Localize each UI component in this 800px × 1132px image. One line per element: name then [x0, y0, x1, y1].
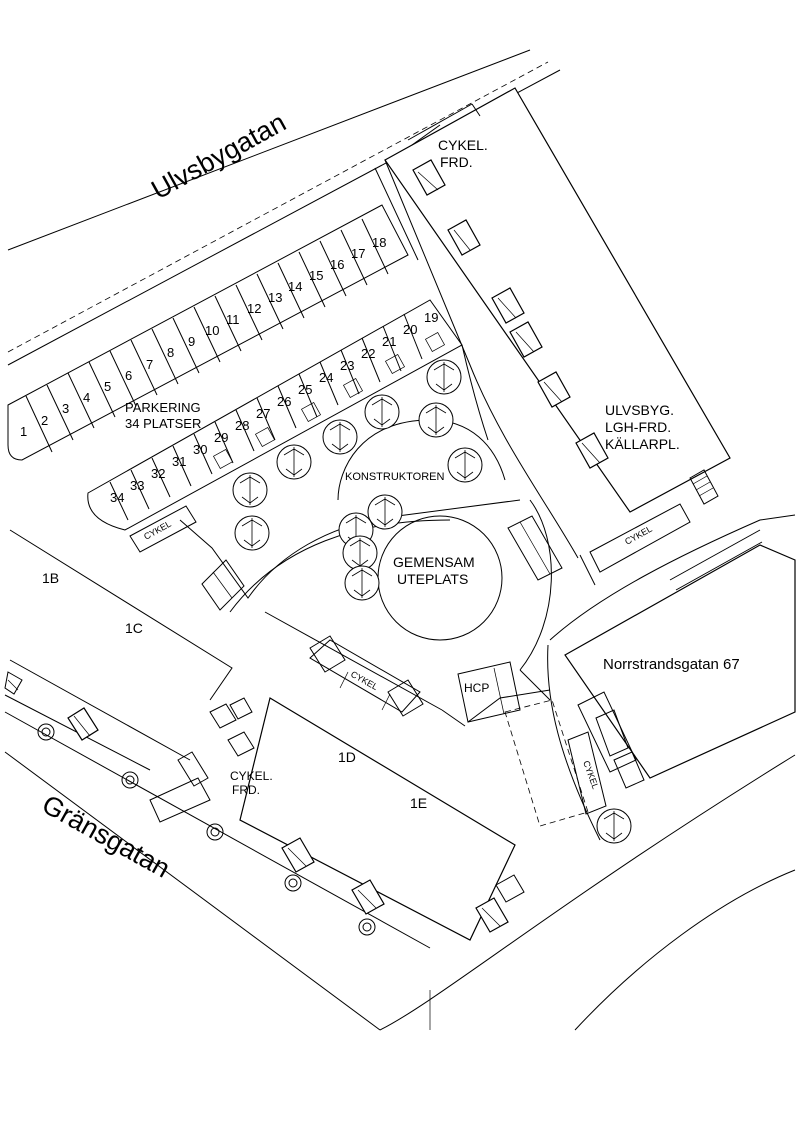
bike-store-ne-label: CYKEL. FRD.: [438, 137, 488, 170]
bike-store-ne-line1: CYKEL.: [438, 137, 488, 153]
parking-space-number: 15: [309, 268, 323, 283]
parking-space-number: 26: [277, 394, 291, 409]
parking-space-number: 7: [146, 357, 153, 372]
tree-icon: [447, 447, 483, 483]
konstruktoren-label: KONSTRUKTOREN: [345, 471, 444, 483]
ulvsbyg-label: ULVSBYG. LGH-FRD. KÄLLARPL.: [605, 402, 680, 452]
parking-space-number: 14: [288, 279, 302, 294]
building-1b-1c: [4, 529, 233, 789]
parking-row-b: [87, 299, 463, 531]
bike-rack-ne: CYKEL: [589, 503, 691, 573]
parking-space-number: 3: [62, 401, 69, 416]
bike-store-sw-line2: FRD.: [232, 783, 260, 797]
gransgatan-street: [4, 711, 796, 1031]
cykel-label-ne: CYKEL: [623, 524, 654, 547]
common-patio-line1: GEMENSAM: [393, 554, 475, 570]
common-patio-label: GEMENSAM UTEPLATS: [393, 554, 475, 587]
tree-icon: [344, 565, 380, 601]
bike-rack-south: CYKEL: [309, 639, 421, 713]
tree-icon: [322, 419, 358, 455]
building-ulvsbyg: [374, 87, 731, 559]
parking-label-line2: 34 PLATSER: [125, 416, 201, 431]
parking-row-a-numbers: 1 2 3 4 5 6 7 8 9 10 11 12 13 14 15 16 1…: [20, 235, 386, 439]
parking-space-number: 9: [188, 334, 195, 349]
parking-space-number: 21: [382, 334, 396, 349]
parking-row-b-numbers: 19 20 21 22 23 24 25 26 27 28 29 30 31 3…: [110, 310, 438, 505]
paths: [461, 344, 596, 723]
bike-store-sw-line1: CYKEL.: [230, 769, 273, 783]
building-norrstrandsgatan: [547, 514, 796, 841]
gransgatan-label: Gränsgatan: [37, 789, 175, 884]
parking-space-number: 19: [424, 310, 438, 325]
parking-space-number: 23: [340, 358, 354, 373]
building-1b-label: 1B: [42, 570, 59, 586]
ulvsbyg-label-line1: ULVSBYG.: [605, 402, 674, 418]
bike-rack-east: CYKEL: [567, 731, 607, 815]
tree-icon: [276, 444, 312, 480]
building-1c-label: 1C: [125, 620, 143, 636]
norrstrandsgatan-label: Norrstrandsgatan 67: [603, 656, 740, 673]
parking-space-number: 18: [372, 235, 386, 250]
cykel-label-east: CYKEL: [581, 759, 600, 790]
parking-space-number: 17: [351, 246, 365, 261]
parking-space-number: 25: [298, 382, 312, 397]
stairs-ne: [689, 469, 719, 505]
ulvsbygatan-label: Ulvsbygatan: [146, 107, 291, 205]
ulvsbyg-label-line3: KÄLLARPL.: [605, 436, 680, 452]
parking-space-number: 28: [235, 418, 249, 433]
parking-space-number: 8: [167, 345, 174, 360]
building-1e-label: 1E: [410, 795, 427, 811]
tree-icon: [342, 535, 378, 571]
parking-space-number: 1: [20, 424, 27, 439]
parking-space-number: 32: [151, 466, 165, 481]
parking-space-number: 11: [226, 312, 240, 327]
hcp-parking: HCP: [457, 661, 521, 723]
parking-space-number: 2: [41, 413, 48, 428]
tree-icon: [418, 402, 454, 438]
bike-store-sw-label: CYKEL. FRD.: [230, 769, 273, 797]
bike-rack-west: CYKEL: [129, 505, 197, 553]
tree-icon: [426, 359, 462, 395]
parking-space-number: 33: [130, 478, 144, 493]
building-1d-1e: [149, 611, 525, 941]
parking-space-number: 10: [205, 323, 219, 338]
dashed-area: [504, 699, 589, 827]
parking-space-number: 22: [361, 346, 375, 361]
tree-icon: [234, 515, 270, 551]
parking-space-number: 34: [110, 490, 124, 505]
parking-space-number: 13: [268, 290, 282, 305]
cykel-label-west: CYKEL: [142, 519, 173, 542]
parking-space-number: 16: [330, 257, 344, 272]
courtyard: [179, 419, 563, 701]
parking-label: PARKERING 34 PLATSER: [125, 400, 201, 431]
tree-icon: [596, 808, 632, 844]
parking-space-number: 12: [247, 301, 261, 316]
parking-label-line1: PARKERING: [125, 400, 201, 415]
trees: [232, 359, 632, 844]
tree-icon: [364, 394, 400, 430]
bike-store-ne-line2: FRD.: [440, 154, 473, 170]
parking-space-number: 30: [193, 442, 207, 457]
tree-icon: [367, 494, 403, 530]
parking-space-number: 5: [104, 379, 111, 394]
hcp-label: HCP: [464, 681, 489, 695]
building-1d-label: 1D: [338, 749, 356, 765]
parking-space-number: 4: [83, 390, 90, 405]
parking-space-number: 31: [172, 454, 186, 469]
parking-space-number: 20: [403, 322, 417, 337]
tree-icon: [232, 472, 268, 508]
parking-space-number: 6: [125, 368, 132, 383]
parking-space-number: 24: [319, 370, 333, 385]
parking-space-number: 29: [214, 430, 228, 445]
parking-row-a: [7, 204, 409, 461]
parking-space-number: 27: [256, 406, 270, 421]
common-patio-line2: UTEPLATS: [397, 571, 468, 587]
ulvsbyg-label-line2: LGH-FRD.: [605, 419, 671, 435]
